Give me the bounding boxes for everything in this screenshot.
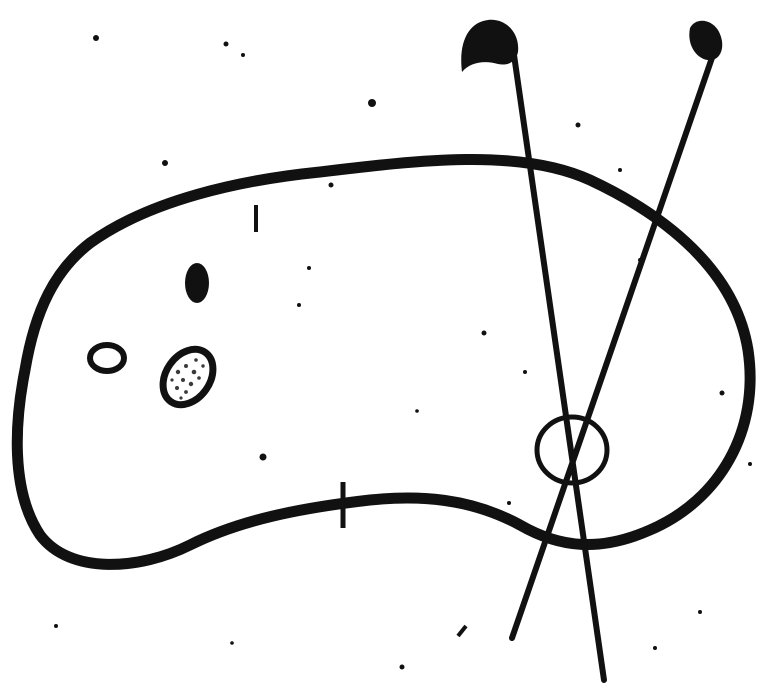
pin-right-shaft	[512, 52, 714, 638]
tick-mark	[458, 626, 466, 636]
dark-oval-spot	[185, 263, 209, 303]
stippled-oval-spot	[153, 340, 223, 414]
pin-left-head-icon	[461, 20, 518, 72]
specks	[54, 35, 752, 670]
hollow-oval-spot	[90, 345, 124, 371]
pin-right-head-icon	[689, 21, 722, 60]
kidney-outline	[17, 159, 750, 564]
